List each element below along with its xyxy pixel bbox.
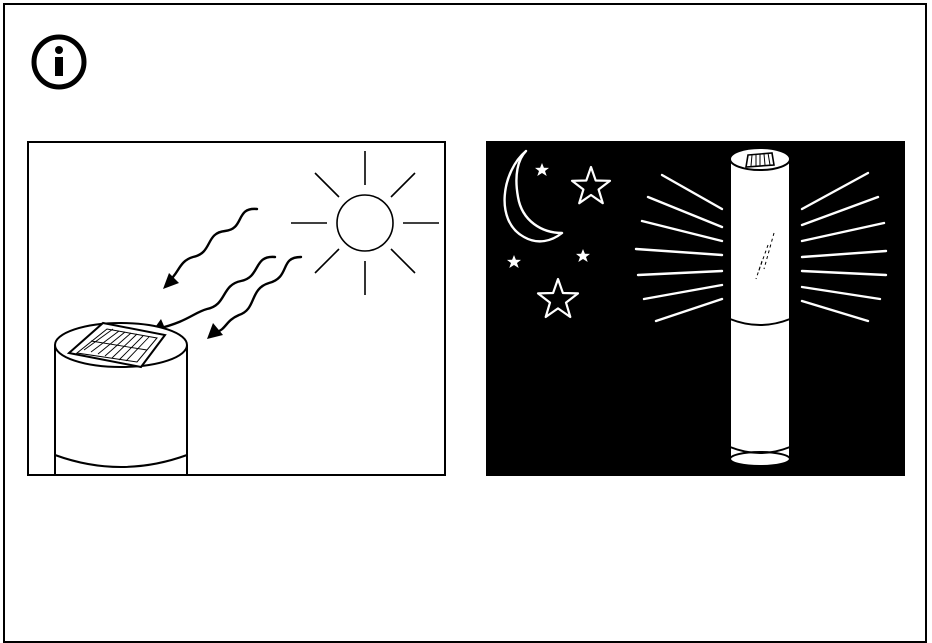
bollard-lamp-icon bbox=[730, 148, 790, 466]
sunlight-ray-icon bbox=[157, 209, 301, 333]
sun-icon bbox=[291, 151, 439, 295]
nighttime-lighting-panel bbox=[486, 141, 905, 476]
light-ray-icon bbox=[636, 175, 722, 321]
info-icon bbox=[30, 33, 88, 91]
light-ray-icon bbox=[802, 173, 886, 321]
moon-icon bbox=[505, 151, 562, 241]
star-icon bbox=[538, 167, 610, 317]
daytime-charging-panel bbox=[27, 141, 446, 476]
